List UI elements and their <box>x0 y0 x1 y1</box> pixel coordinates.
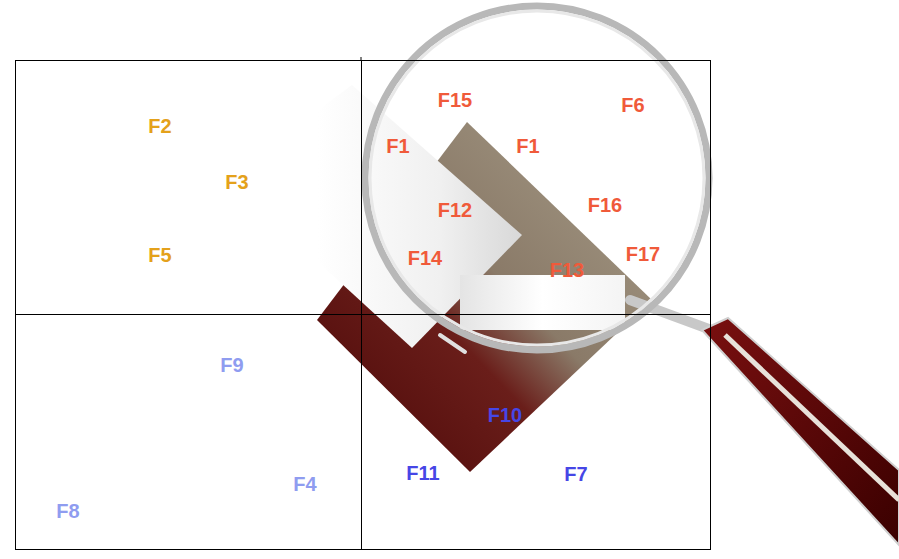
feature-label: F12 <box>438 199 472 221</box>
feature-label: F4 <box>293 473 316 495</box>
feature-label: F8 <box>56 500 79 522</box>
feature-label: F16 <box>588 194 622 216</box>
quadrant-box: F10F11 F7 <box>361 314 711 550</box>
feature-label: F17 <box>626 243 660 265</box>
feature-label: F1 <box>516 135 539 157</box>
feature-label: F9 <box>220 354 243 376</box>
quadrant-box: F9F4F8 <box>15 314 362 550</box>
quadrant-box: F2F3F5 <box>15 60 362 315</box>
feature-label: F13 <box>550 259 584 281</box>
magnifier-handle <box>702 318 899 545</box>
magnifier-ring-inner <box>370 11 704 345</box>
feature-label: F14 <box>408 247 442 269</box>
magnifier-ring <box>365 6 709 350</box>
handle-highlight <box>725 335 899 500</box>
feature-label: F5 <box>148 244 171 266</box>
feature-label: F7 <box>564 463 587 485</box>
feature-label: F3 <box>225 171 248 193</box>
feature-label: F15 <box>438 89 472 111</box>
white-bar <box>460 275 625 330</box>
feature-label: F6 <box>621 94 644 116</box>
feature-label: F2 <box>148 115 171 137</box>
quadrant-box: F15 F6F1 F1F12 F16F14F13 F17 <box>361 60 711 315</box>
feature-label: F10 <box>488 404 522 426</box>
lens-glint <box>440 335 465 352</box>
feature-label: F11 <box>406 462 439 484</box>
feature-label: F1 <box>386 135 409 157</box>
